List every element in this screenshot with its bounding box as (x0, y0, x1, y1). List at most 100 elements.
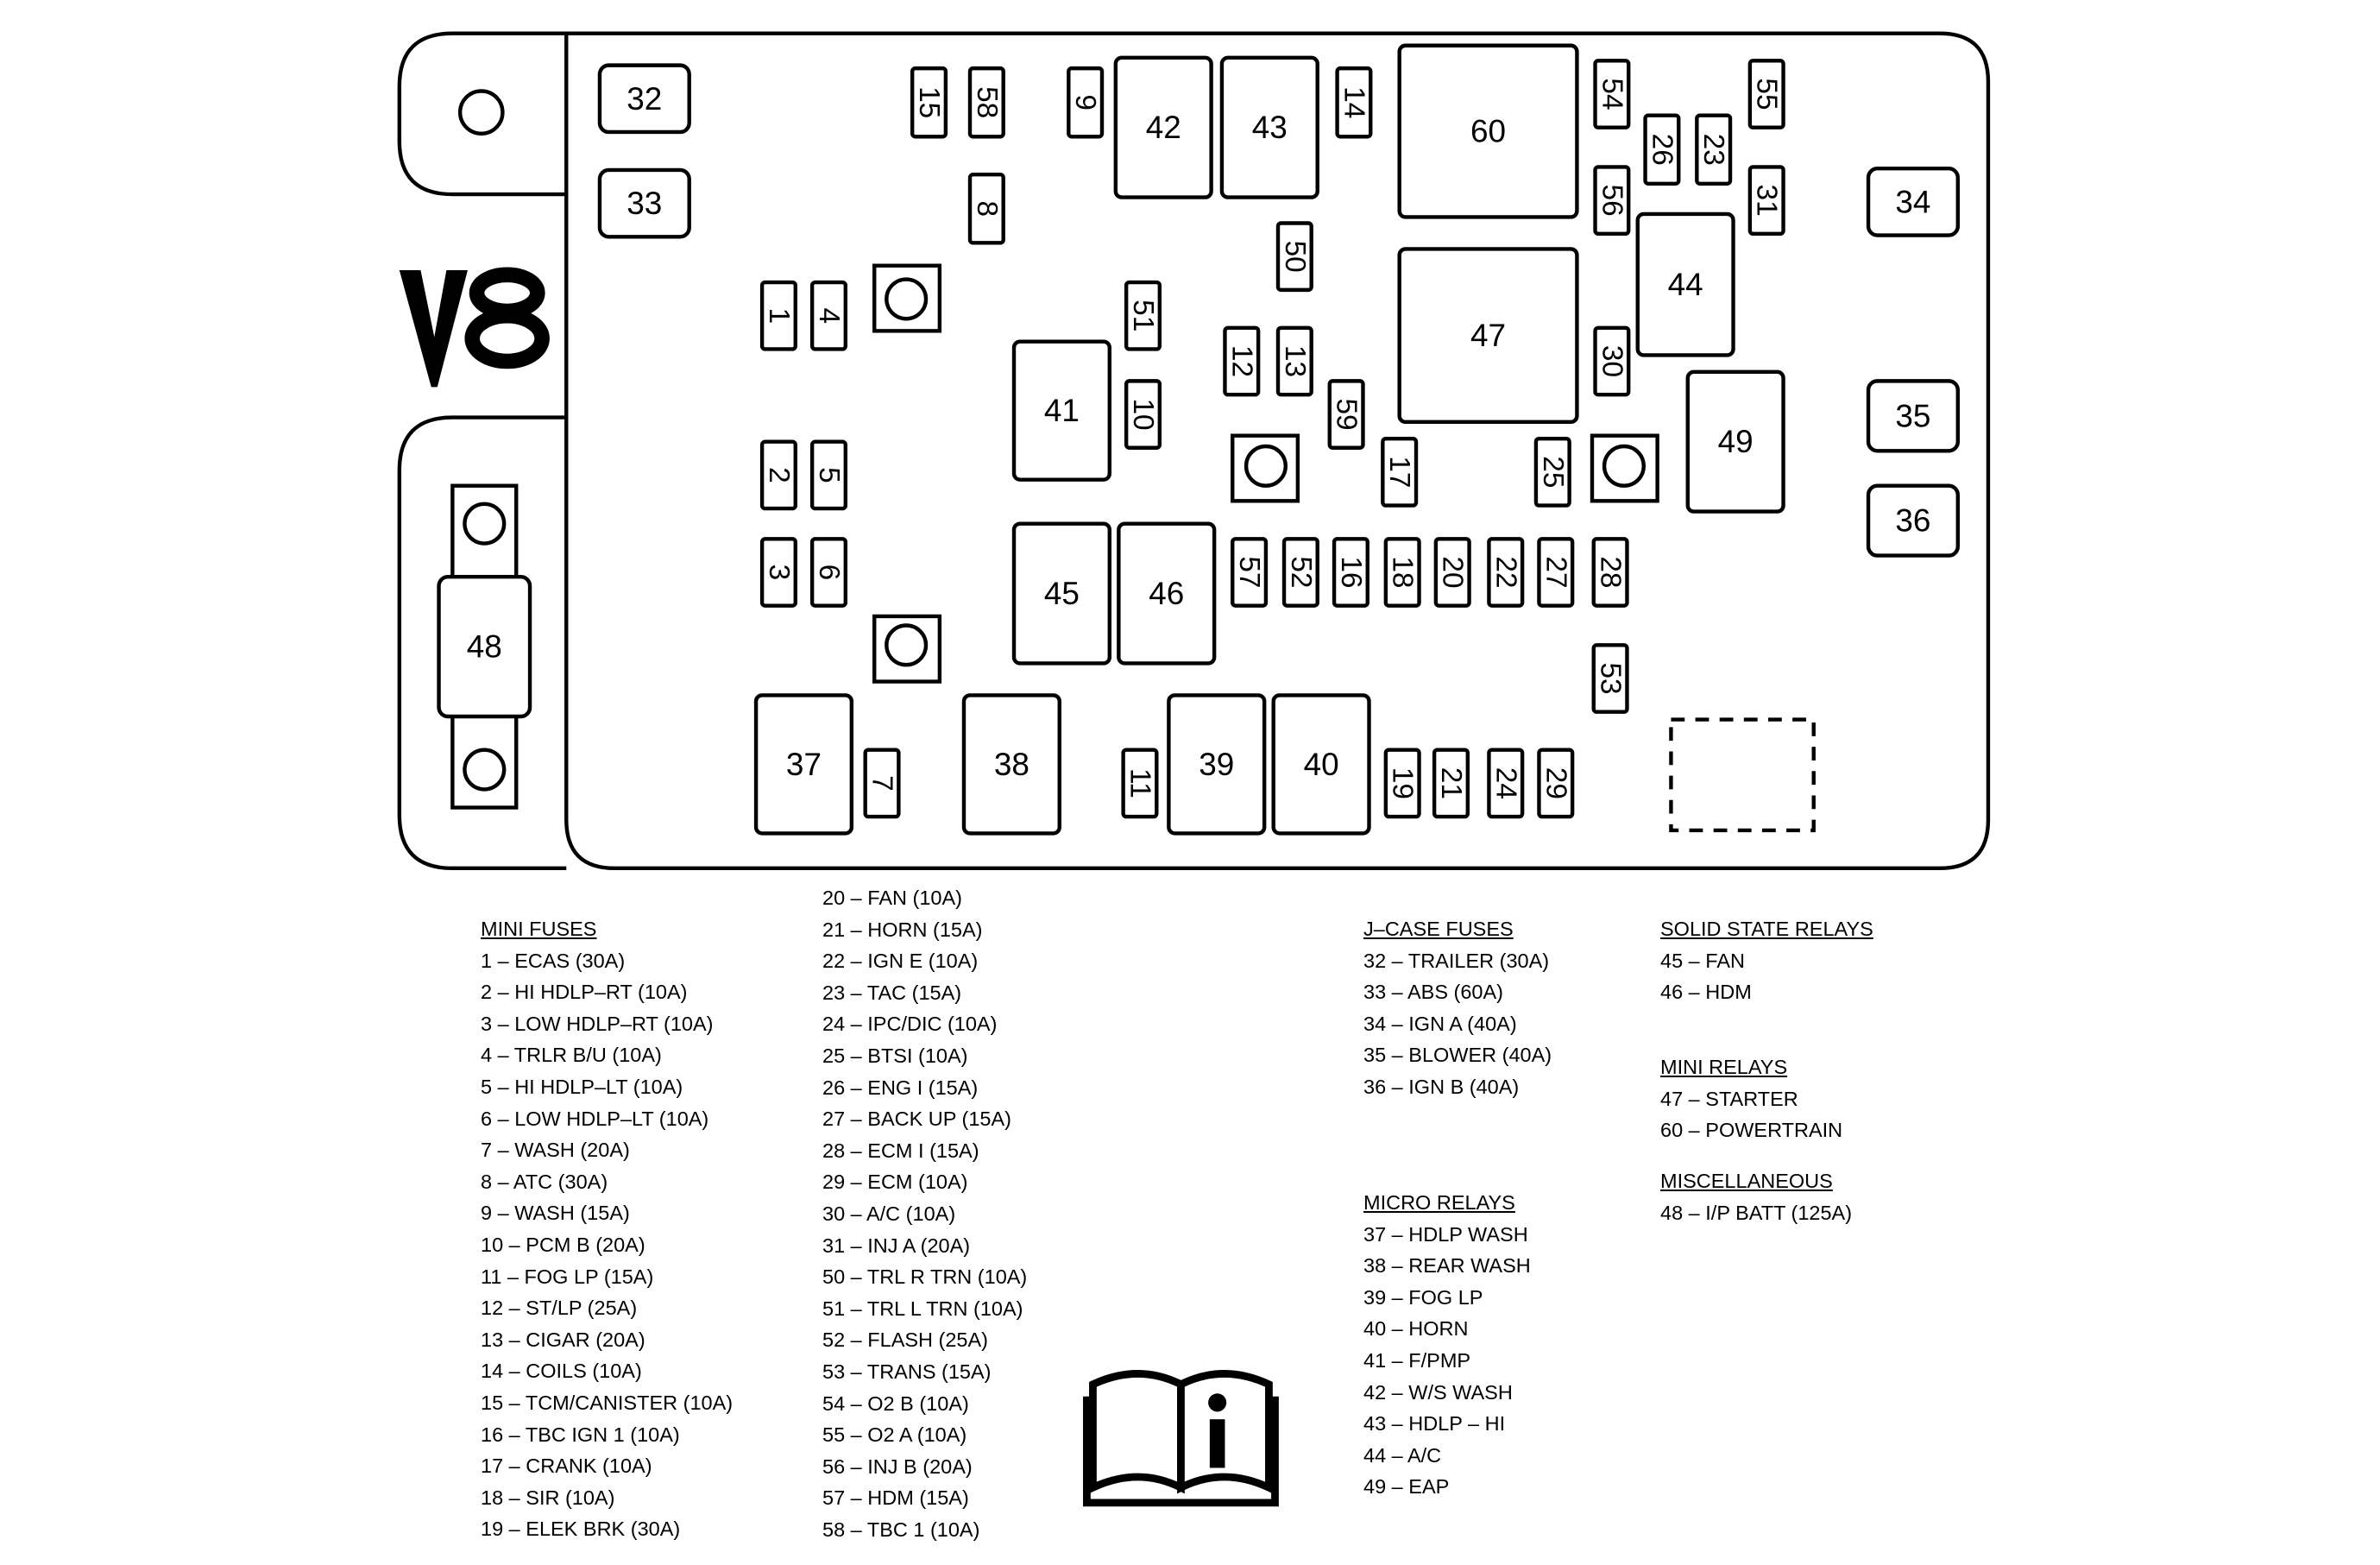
legend-item: 46 – HDM (1660, 981, 1752, 1004)
label-f18: 18 (1387, 556, 1419, 588)
slot-f8 (967, 173, 1005, 245)
legend-item: 5 – HI HDLP–LT (10A) (481, 1075, 683, 1098)
legend-item: 7 – WASH (20A) (481, 1139, 630, 1162)
legend-item: 60 – POWERTRAIN (1660, 1119, 1843, 1142)
slot-f17 (1381, 437, 1419, 508)
label-f16: 16 (1335, 556, 1367, 588)
mounting-hole (457, 89, 505, 136)
legend-item: 26 – ENG I (15A) (822, 1076, 979, 1099)
slot-f18 (1383, 537, 1421, 608)
label-f8: 8 (971, 200, 1003, 217)
legend-item: 16 – TBC IGN 1 (10A) (481, 1423, 680, 1446)
label-f25: 25 (1537, 456, 1569, 488)
slot-r39 (1167, 693, 1267, 836)
slot-f27 (1537, 537, 1575, 608)
label-f7: 7 (866, 775, 898, 792)
slot-r37 (753, 693, 854, 836)
slot-b35 (1866, 379, 1960, 453)
label-f12: 12 (1225, 345, 1257, 377)
slot-f13 (1275, 325, 1313, 397)
slot-f26 (1643, 113, 1681, 186)
label-f5: 5 (813, 467, 845, 483)
label-r47: 47 (1470, 318, 1506, 353)
legend-jcase: J–CASE FUSES 32 – TRAILER (30A)33 – ABS … (1363, 913, 1552, 1103)
legend-item: 51 – TRL L TRN (10A) (822, 1297, 1023, 1320)
legend-item: 14 – COILS (10A) (481, 1360, 642, 1383)
slot-r60 (1397, 43, 1579, 219)
heading-solid-state-relays: SOLID STATE RELAYS (1660, 918, 1873, 940)
legend-item: 15 – TCM/CANISTER (10A) (481, 1391, 734, 1414)
legend-item: 1 – ECAS (30A) (481, 949, 626, 972)
label-f22: 22 (1489, 556, 1521, 588)
slot-b34 (1866, 166, 1960, 237)
heading-mini-relays: MINI RELAYS (1660, 1056, 1788, 1078)
slot-f55 (1747, 59, 1785, 129)
empty-slot (1669, 717, 1816, 833)
slot-r40 (1271, 693, 1371, 836)
slot-f30 (1593, 325, 1631, 397)
slot-r38 (961, 693, 1061, 836)
legend-misc: MISCELLANEOUS 48 – I/P BATT (125A) (1660, 1165, 1852, 1228)
label-f29: 29 (1539, 767, 1571, 799)
label-b48: 48 (467, 629, 502, 665)
fuse-block-housing (564, 31, 1991, 871)
label-r49: 49 (1718, 424, 1754, 459)
legend-item: 6 – LOW HDLP–LT (10A) (481, 1107, 709, 1130)
label-f27: 27 (1539, 556, 1571, 588)
label-b35: 35 (1895, 398, 1930, 433)
legend-item: 37 – HDLP WASH (1363, 1222, 1528, 1246)
label-r40: 40 (1304, 747, 1339, 782)
legend-item: 54 – O2 B (10A) (822, 1391, 969, 1415)
slot-f59 (1327, 379, 1365, 450)
legend-item: 25 – BTSI (10A) (822, 1044, 968, 1067)
legend-item: 49 – EAP (1363, 1475, 1450, 1499)
legend-item: 22 – IGN E (10A) (822, 950, 979, 973)
label-f56: 56 (1596, 185, 1628, 217)
legend-item: 57 – HDM (15A) (822, 1486, 969, 1510)
label-f23: 23 (1697, 134, 1729, 166)
legend-item: 30 – A/C (10A) (822, 1202, 956, 1225)
legend-item: 41 – F/PMP (1363, 1348, 1471, 1372)
legend-item: 35 – BLOWER (40A) (1363, 1044, 1552, 1067)
slot-f52 (1281, 537, 1319, 608)
legend-item: 11 – FOG LP (15A) (481, 1265, 654, 1288)
label-f53: 53 (1595, 662, 1627, 694)
label-f20: 20 (1437, 556, 1469, 588)
slot-f3 (759, 537, 797, 608)
legend-item: 38 – REAR WASH (1363, 1254, 1531, 1278)
legend-item: 45 – FAN (1660, 949, 1745, 972)
label-f11: 11 (1124, 768, 1155, 798)
legend-item: 33 – ABS (60A) (1363, 981, 1503, 1004)
legend-item: 8 – ATC (30A) (481, 1170, 608, 1193)
slot-f5 (809, 439, 848, 511)
slot-f58 (967, 66, 1005, 139)
label-r39: 39 (1199, 747, 1234, 782)
label-f1: 1 (763, 307, 795, 324)
slot-f51 (1124, 280, 1162, 351)
legend-item: 40 – HORN (1363, 1317, 1469, 1341)
slot-r44 (1635, 211, 1735, 357)
slot-r43 (1219, 55, 1319, 199)
label-r44: 44 (1668, 267, 1703, 302)
label-b34: 34 (1895, 184, 1930, 219)
slot-f22 (1487, 537, 1525, 608)
legend-item: 42 – W/S WASH (1363, 1380, 1513, 1404)
label-f55: 55 (1751, 78, 1783, 110)
legend-item: 55 – O2 A (10A) (822, 1423, 967, 1447)
label-f17: 17 (1383, 456, 1415, 488)
slot-f57 (1231, 537, 1269, 608)
legend-item: 44 – A/C (1363, 1443, 1442, 1467)
slot-f19 (1383, 748, 1421, 819)
legend-item: 4 – TRLR B/U (10A) (481, 1044, 662, 1067)
label-b32: 32 (626, 81, 662, 117)
slot-r46 (1117, 521, 1217, 666)
slot-f12 (1223, 325, 1261, 397)
label-f52: 52 (1285, 556, 1317, 588)
label-r38: 38 (994, 747, 1029, 782)
legend-item: 48 – I/P BATT (125A) (1660, 1201, 1853, 1224)
slot-f7 (863, 748, 901, 819)
label-f50: 50 (1279, 241, 1311, 273)
